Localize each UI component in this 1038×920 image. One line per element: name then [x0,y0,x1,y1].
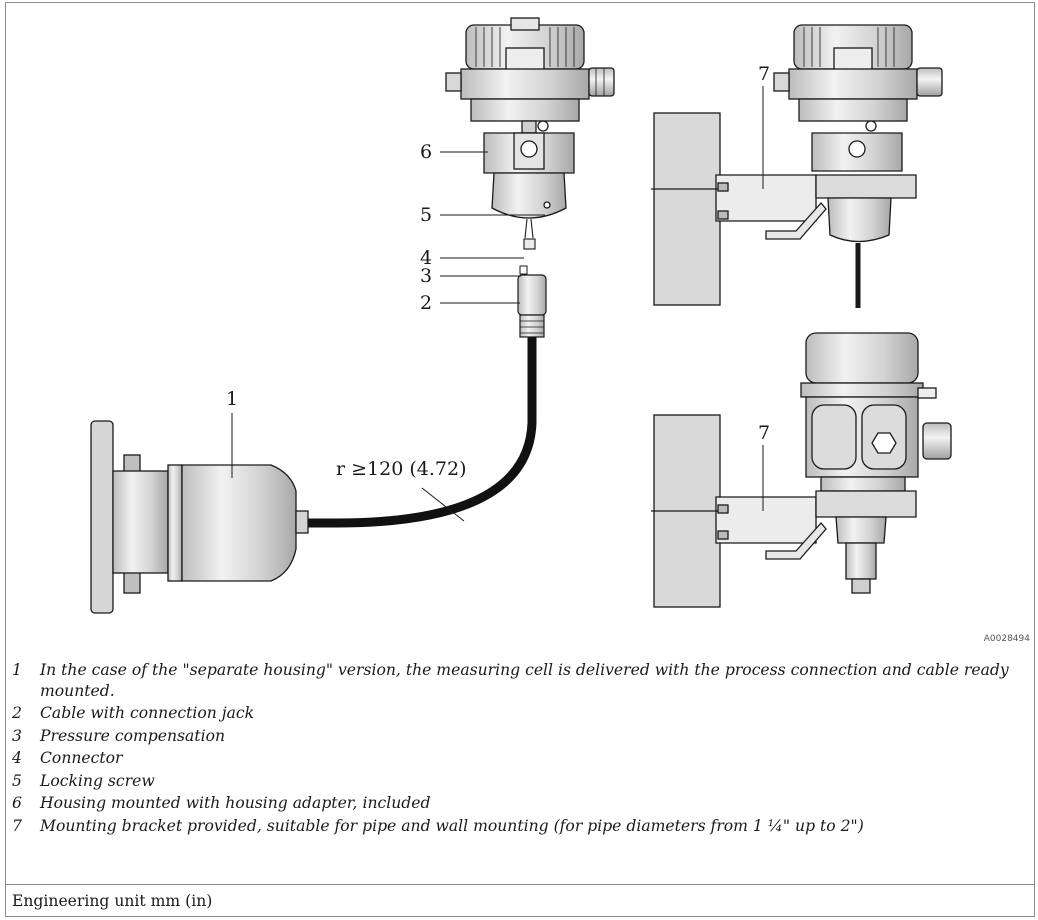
wall-mount-top [651,24,943,308]
legend-item: 3 Pressure compensation [12,726,1022,747]
connector-part [523,218,536,250]
legend-number: 7 [12,816,22,835]
callout-2: 2 [420,292,432,314]
legend-item: 6 Housing mounted with housing adapter, … [12,793,1022,814]
technical-drawing: 6 5 4 3 2 1 7 7 r ≥120 (4.72) [6,3,1034,633]
legend-number: 4 [12,749,22,767]
legend-number: 1 [12,661,22,679]
legend-item: 7 Mounting bracket provided, suitable fo… [12,816,1022,837]
drawing-svg: 6 5 4 3 2 1 7 7 r ≥120 (4.72) [90,17,952,614]
wall-mount-bottom [651,332,952,608]
footer-divider [5,884,1035,885]
callout-1: 1 [226,388,238,410]
legend-text: Cable with connection jack [40,704,255,722]
callout-5: 5 [420,204,432,226]
legend-number: 2 [12,704,22,722]
bend-radius-label: r ≥120 (4.72) [336,458,466,480]
legend-text: Pressure compensation [40,726,226,745]
callout-3: 3 [420,265,432,287]
figure-frame [5,2,1035,917]
cable [306,337,537,528]
legend-number: 6 [12,794,22,812]
legend-item: 4 Connector [12,748,1022,769]
callout-7-top: 7 [758,63,770,85]
legend-text: In the case of the "separate housing" ve… [40,661,1009,700]
legend-item: 5 Locking screw [12,771,1022,792]
legend-text: Housing mounted with housing adapter, in… [40,794,431,812]
legend-item: 1 In the case of the "separate housing" … [12,660,1022,701]
callout-7-bottom: 7 [758,422,770,444]
legend-item: 2 Cable with connection jack [12,703,1022,724]
measuring-cell [90,420,309,614]
legend-text: Mounting bracket provided, suitable for … [40,816,864,835]
legend-text: Locking screw [40,771,155,790]
leader-lines [231,86,764,522]
legend: 1 In the case of the "separate housing" … [12,660,1022,838]
engineering-unit-note: Engineering unit mm (in) [12,892,213,910]
legend-number: 5 [12,771,22,790]
callout-6: 6 [420,141,432,163]
figure-code: A0028494 [983,634,1030,644]
legend-text: Connector [40,749,123,767]
housing-center [445,17,615,219]
pressure-compensation-part [519,265,528,275]
callout-4: 4 [420,247,432,269]
legend-number: 3 [12,726,22,745]
cable-jack-part [517,274,547,338]
